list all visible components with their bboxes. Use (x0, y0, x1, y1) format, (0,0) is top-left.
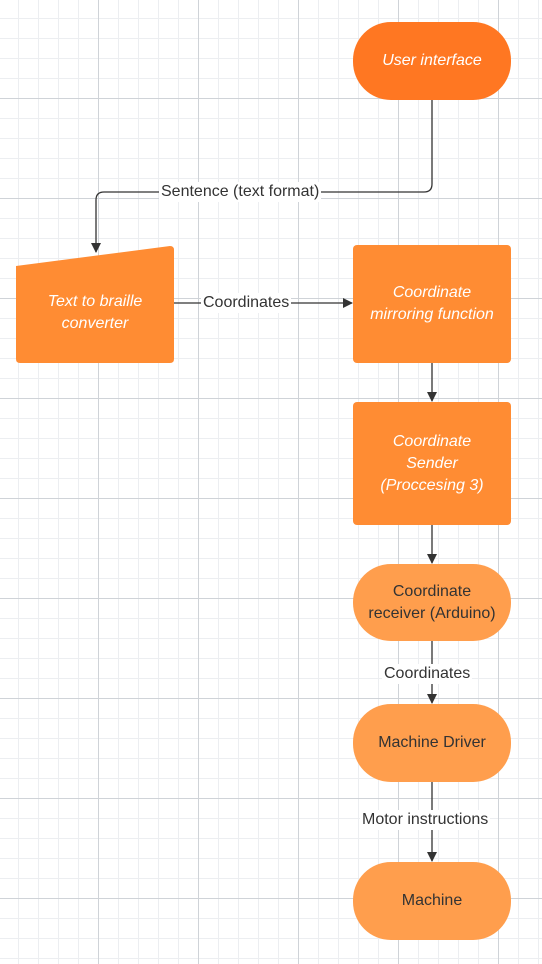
edge-label-coordinates-vertical: Coordinates (382, 664, 473, 684)
edge-label-coordinates-horizontal: Coordinates (201, 293, 292, 313)
coordinate-receiver-label: Coordinate receiver (Arduino) (368, 582, 496, 622)
edge-label-motor-instructions: Motor instructions (360, 810, 491, 830)
coordinate-mirroring-label: Coordinate mirroring function (370, 284, 494, 323)
text-to-braille-label: Text to braille converter (47, 292, 143, 332)
machine-driver-label: Machine Driver (378, 734, 486, 751)
coordinate-sender-node[interactable]: Coordinate Sender (Proccesing 3) (353, 402, 511, 525)
machine-label: Machine (401, 892, 463, 909)
coordinate-mirroring-node[interactable]: Coordinate mirroring function (353, 245, 511, 363)
machine-driver-node[interactable]: Machine Driver (353, 704, 511, 782)
edge-label-sentence: Sentence (text format) (159, 182, 322, 202)
coordinate-sender-label: Coordinate Sender (Proccesing 3) (380, 432, 484, 494)
text-to-braille-converter-node[interactable]: Text to braille converter (16, 262, 174, 363)
text-to-braille-shape (16, 246, 174, 363)
coordinate-receiver-node[interactable]: Coordinate receiver (Arduino) (353, 564, 511, 641)
user-interface-label: User interface (382, 52, 482, 69)
machine-node[interactable]: Machine (353, 862, 511, 940)
user-interface-node[interactable]: User interface (353, 22, 511, 100)
edge-ui-to-converter (91, 100, 433, 253)
